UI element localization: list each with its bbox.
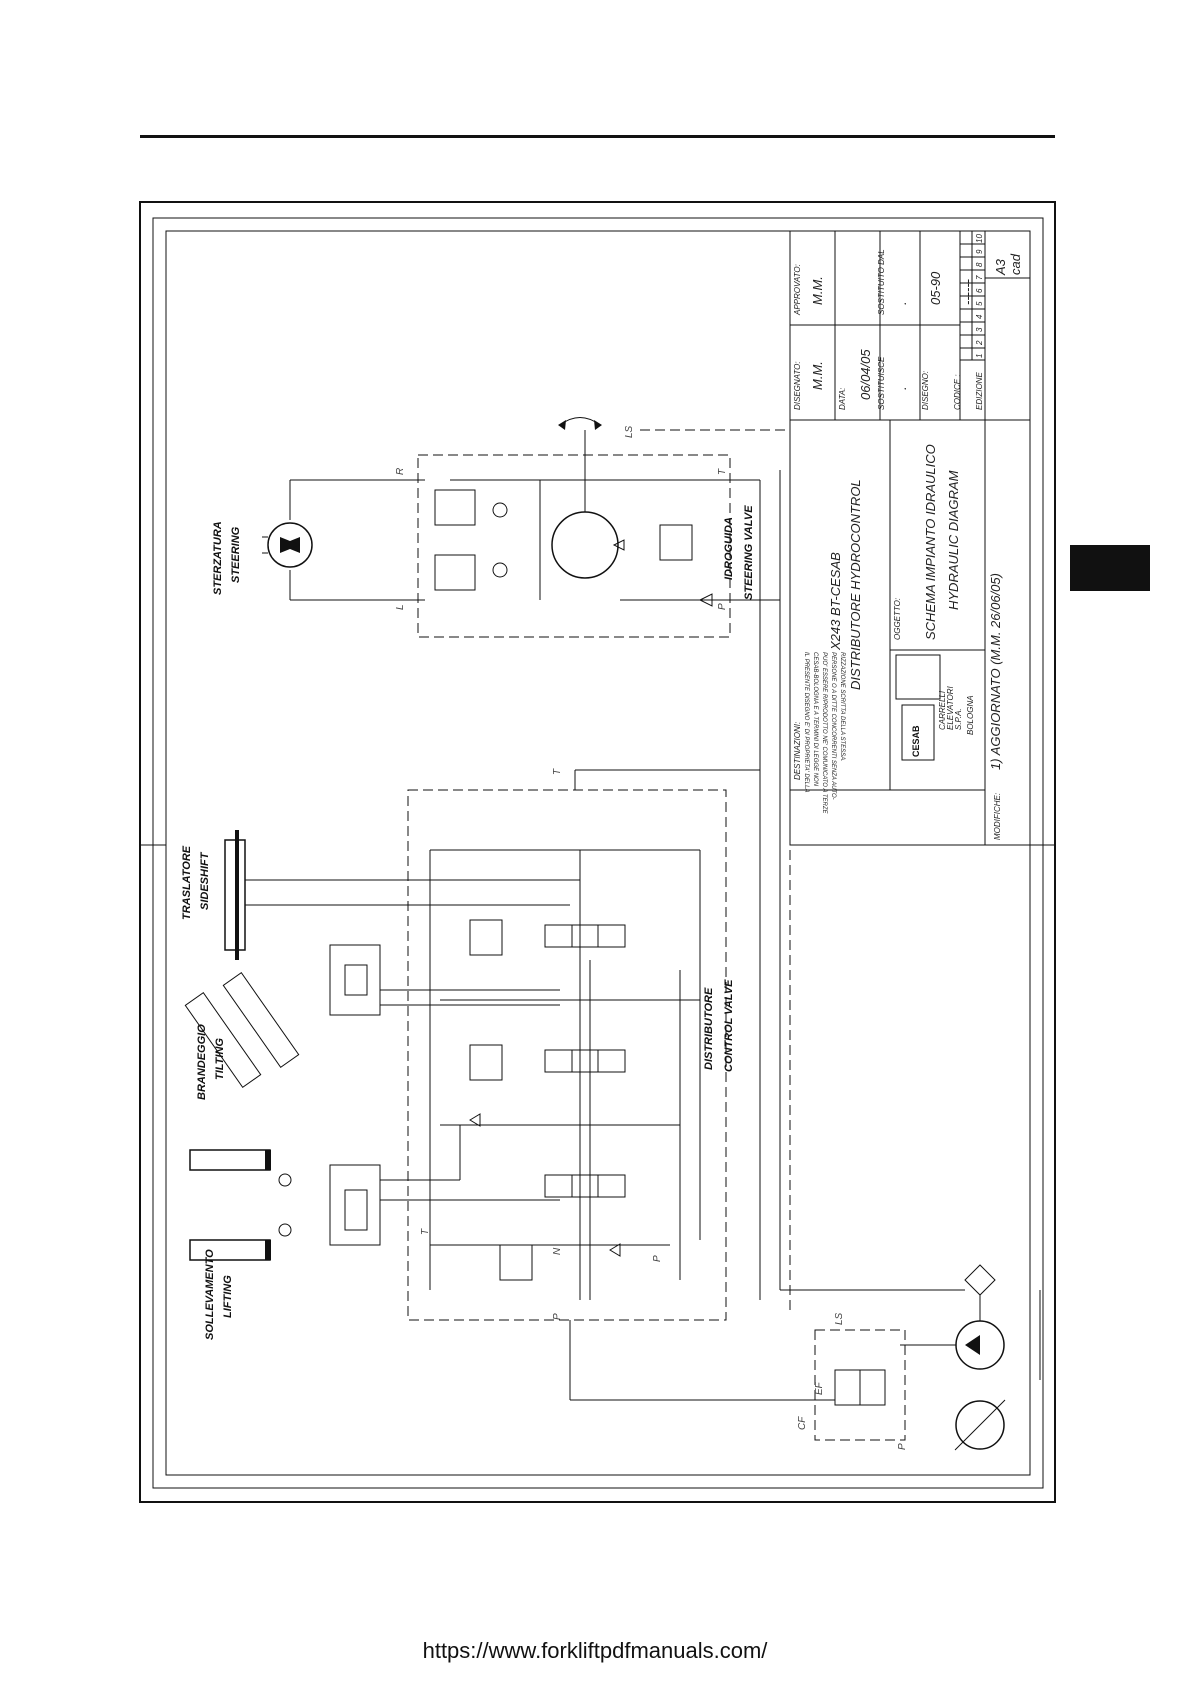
port-EF: EF <box>814 1381 825 1395</box>
format-sub: cad <box>1008 253 1023 275</box>
company-city: BOLOGNA <box>966 695 975 735</box>
edition-grid <box>960 231 985 361</box>
logo-text: CESAB <box>911 725 921 757</box>
data-value: 06/04/05 <box>858 349 873 400</box>
codice-value: ------ <box>960 278 975 305</box>
steering-valve <box>417 417 780 638</box>
port-P-control: P <box>652 1255 663 1262</box>
port-P-steering: P <box>717 603 728 610</box>
svg-text:6: 6 <box>975 288 984 293</box>
tilting-label-it: BRANDEGGIO <box>196 1024 208 1100</box>
control-valve <box>407 789 727 1321</box>
svg-text:PERSONE O A DITTE CONCORRENTI: PERSONE O A DITTE CONCORRENTI SENZA AUTO… <box>830 652 836 800</box>
svg-text:8: 8 <box>975 262 984 267</box>
project-line2: DISTRIBUTORE HYDROCONTROL <box>848 479 863 690</box>
format-value: A3 <box>993 258 1008 276</box>
svg-text:10: 10 <box>975 234 984 243</box>
svg-text:CESAB-BOLOGNA E A TERMINI DI L: CESAB-BOLOGNA E A TERMINI DI LEGGE NON <box>812 652 818 787</box>
control-valve-label-it: DISTRIBUTORE <box>703 987 715 1070</box>
port-LS-steering: LS <box>624 425 635 438</box>
data-label: DATA: <box>838 388 847 410</box>
port-LS-priority: LS <box>834 1312 845 1325</box>
port-T-control-2: T <box>420 1228 431 1235</box>
pump-group <box>814 1264 1041 1451</box>
sideshift-cylinder <box>224 830 580 960</box>
oggetto-label: OGGETTO: <box>893 598 902 640</box>
disegnato-label: DISEGNATO: <box>793 361 802 410</box>
destinazioni-label: DESTINAZIONI: <box>793 722 802 780</box>
port-P-inlet: P <box>552 1313 563 1320</box>
header-rule <box>140 135 1055 138</box>
approvato-label: APPROVATO: <box>793 264 802 316</box>
company-line1: CARRELLI <box>938 690 947 730</box>
outer-frame <box>139 201 1056 1503</box>
svg-text:IL PRESENTE DISEGNO E' DI PROP: IL PRESENTE DISEGNO E' DI PROPRIETA' DEL… <box>803 652 809 792</box>
port-L: L <box>395 604 406 610</box>
sideshift-label-en: SIDESHIFT <box>199 851 211 910</box>
port-P-pump: P <box>897 1443 908 1450</box>
sostituito-value: . <box>894 301 909 305</box>
oggetto-line2: HYDRAULIC DIAGRAM <box>946 470 961 610</box>
svg-text:2: 2 <box>975 340 984 346</box>
drawing-frame <box>152 217 1044 1489</box>
svg-text:9: 9 <box>975 249 984 254</box>
sideshift-label-it: TRASLATORE <box>181 845 193 920</box>
tilting-label-en: TILTING <box>214 1038 226 1080</box>
port-CF: CF <box>797 1416 808 1430</box>
oggetto-line1: SCHEMA IMPIANTO IDRAULICO <box>923 444 938 640</box>
port-N: N <box>552 1247 563 1255</box>
disegno-label: DISEGNO: <box>921 371 930 410</box>
modifiche-value: 1) AGGIORNATO (M.M. 26/06/05) <box>988 573 1003 770</box>
section-tab-marker <box>1070 545 1150 591</box>
project-line1: X243 BT-CESAB <box>828 552 843 651</box>
sostituisce-label: SOSTITUISCE <box>877 356 886 410</box>
inner-frame <box>165 230 1031 1476</box>
port-T-steering: T <box>717 468 728 475</box>
sostituito-label: SOSTITUITO DAL <box>877 249 886 315</box>
disegno-value: 05-90 <box>928 271 943 305</box>
steering-label-it: STERZATURA <box>212 521 224 595</box>
lifting-label-en: LIFTING <box>222 1275 234 1318</box>
steering-cylinder <box>262 480 313 600</box>
svg-text:5: 5 <box>975 301 984 306</box>
port-T-control: T <box>552 768 563 775</box>
tilting-cylinders <box>184 944 560 1088</box>
lifting-label-it: SOLLEVAMENTO <box>204 1249 216 1340</box>
edition-numbers: 1 2 3 4 5 6 7 8 9 10 <box>975 234 984 358</box>
steering-label-en: STEERING <box>230 526 242 583</box>
steering-valve-label-en: STEERING VALVE <box>743 505 755 600</box>
sostituisce-value: . <box>894 386 909 390</box>
svg-text:1: 1 <box>975 354 984 358</box>
edizione-label: EDIZIONE <box>975 372 984 410</box>
property-notice: IL PRESENTE DISEGNO E' DI PROPRIETA' DEL… <box>803 652 845 815</box>
port-R: R <box>395 468 406 475</box>
company-line2: ELEVATORI <box>946 686 955 731</box>
steering-valve-label-it: IDROGUIDA <box>723 517 735 580</box>
cesab-logo <box>901 704 935 761</box>
svg-text:PUO' ESSERE RIPRODOTTO NE' COM: PUO' ESSERE RIPRODOTTO NE' COMUNICATO A … <box>821 652 827 815</box>
svg-text:7: 7 <box>975 275 984 280</box>
svg-text:4: 4 <box>975 314 984 319</box>
company-line3: S.P.A. <box>954 708 963 730</box>
lifting-cylinders <box>189 1125 560 1261</box>
codice-label: CODICE : <box>953 374 962 410</box>
footer-url[interactable]: https://www.forkliftpdfmanuals.com/ <box>422 1638 768 1663</box>
disegnato-value: M.M. <box>810 361 825 390</box>
modifiche-label: MODIFICHE: <box>993 793 1002 840</box>
approvato-value: M.M. <box>810 276 825 305</box>
svg-text:RIZZAZIONE SCRITTA DELLA STESS: RIZZAZIONE SCRITTA DELLA STESSA. <box>839 652 845 762</box>
control-valve-label-en: CONTROL VALVE <box>723 979 735 1072</box>
svg-text:3: 3 <box>975 327 984 332</box>
